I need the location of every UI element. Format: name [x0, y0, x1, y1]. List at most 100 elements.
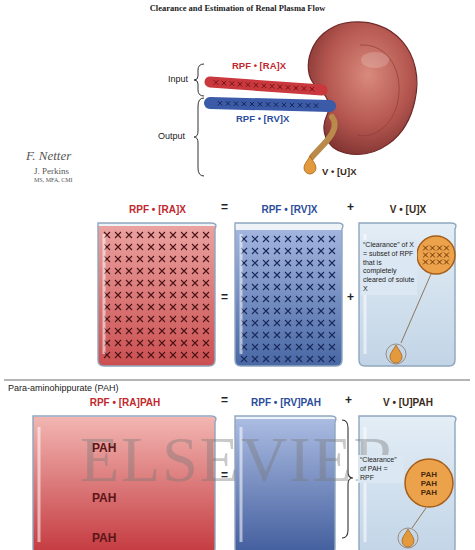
glass-highlight — [103, 234, 106, 354]
vessel-mark — [274, 102, 278, 106]
solute-mark — [252, 332, 258, 338]
solute-mark — [137, 232, 143, 238]
equals-sign: = — [221, 200, 228, 215]
solute-mark — [148, 268, 154, 274]
solute-mark — [274, 332, 280, 338]
solute-mark — [181, 256, 187, 262]
solute-mark — [252, 260, 258, 266]
arterial-flow-label: RPF • [RA]X — [232, 60, 286, 72]
solute-mark — [192, 292, 198, 298]
solute-mark — [115, 316, 121, 322]
solute-mark — [115, 232, 121, 238]
vessel-mark — [254, 83, 258, 87]
vessel-mark — [298, 103, 302, 107]
vessel-pattern — [214, 80, 318, 108]
beaker-heading: RPF • [RV]X — [261, 203, 317, 216]
solute-mark — [203, 316, 209, 322]
artist-credentials: MS, MFA, CMI — [34, 177, 73, 185]
solute-mark — [148, 256, 154, 262]
solute-mark — [430, 246, 435, 251]
liquid — [232, 230, 347, 378]
solute-mark — [296, 236, 302, 242]
drop-ring — [386, 344, 406, 364]
solute-mark — [137, 268, 143, 274]
solute-mark — [252, 356, 258, 362]
vessel-mark — [246, 82, 250, 86]
solute-mark — [159, 244, 165, 250]
glass-outline — [359, 223, 456, 366]
solute-mark — [126, 292, 132, 298]
solute-mark — [115, 352, 121, 358]
solute-mark — [307, 236, 313, 242]
solute-mark — [170, 328, 176, 334]
solute-mark — [285, 248, 291, 254]
solute-mark — [285, 356, 291, 362]
glass-highlight — [240, 234, 243, 354]
vessel-mark — [214, 80, 218, 84]
solute-mark — [115, 340, 121, 346]
equals-sign: = — [221, 290, 228, 305]
solute-mark — [170, 232, 176, 238]
drop-contents: PAH PAH PAH — [417, 470, 441, 497]
solute-mark — [252, 308, 258, 314]
solute-mark — [159, 340, 165, 346]
solute-mark — [285, 308, 291, 314]
solute-mark — [274, 344, 280, 350]
solute-mark — [296, 308, 302, 314]
solute-mark — [263, 356, 269, 362]
solute-mark — [274, 308, 280, 314]
solute-mark — [274, 356, 280, 362]
solute-mark — [115, 328, 121, 334]
solute-mark — [192, 256, 198, 262]
beaker-heading: RPF • [RV]PAH — [251, 396, 321, 409]
vessel-mark — [226, 101, 230, 105]
solute-mark — [329, 284, 335, 290]
solute-label: PAH — [92, 441, 116, 455]
solute-mark — [192, 316, 198, 322]
kidney-cortex-line — [357, 45, 399, 136]
solute-mark — [252, 248, 258, 254]
urine-drop — [390, 345, 402, 363]
solute-mark — [126, 244, 132, 250]
solute-mark — [137, 280, 143, 286]
solute-mark — [252, 272, 258, 278]
solute-mark — [285, 236, 291, 242]
solute-mark — [126, 280, 132, 286]
glass-highlight — [38, 427, 41, 542]
solute-mark — [241, 356, 247, 362]
solute-mark — [203, 268, 209, 274]
solute-mark — [192, 340, 198, 346]
solute-mark — [263, 284, 269, 290]
solute-mark — [203, 280, 209, 286]
solute-mark — [115, 268, 121, 274]
solute-mark — [252, 320, 258, 326]
solute-mark — [423, 253, 428, 258]
solute-mark — [274, 236, 280, 242]
solute-mark — [423, 246, 428, 251]
solute-mark — [252, 236, 258, 242]
solute-mark — [192, 280, 198, 286]
solute-mark — [329, 308, 335, 314]
vessel-mark — [270, 84, 274, 88]
solute-mark — [307, 296, 313, 302]
solute-mark — [192, 244, 198, 250]
solute-mark — [137, 328, 143, 334]
solute-mark — [296, 356, 302, 362]
clearance-note: “Clearance” of X = subset of RPF that is… — [361, 240, 417, 295]
solute-mark — [170, 340, 176, 346]
kidney-highlight — [361, 52, 389, 68]
solute-mark — [263, 332, 269, 338]
solute-mark — [137, 304, 143, 310]
watermark: ELSEVIER — [80, 428, 398, 492]
solute-mark — [444, 253, 449, 258]
solute-mark — [148, 352, 154, 358]
solute-label: PAH — [92, 491, 116, 505]
urine-drop — [304, 156, 316, 174]
solute-mark — [307, 260, 313, 266]
solute-mark — [115, 292, 121, 298]
section-heading: Para-aminohippurate (PAH) — [8, 383, 118, 394]
vessel-mark — [314, 103, 318, 107]
solute-mark — [181, 292, 187, 298]
plus-sign: + — [347, 290, 354, 305]
solute-mark — [137, 340, 143, 346]
